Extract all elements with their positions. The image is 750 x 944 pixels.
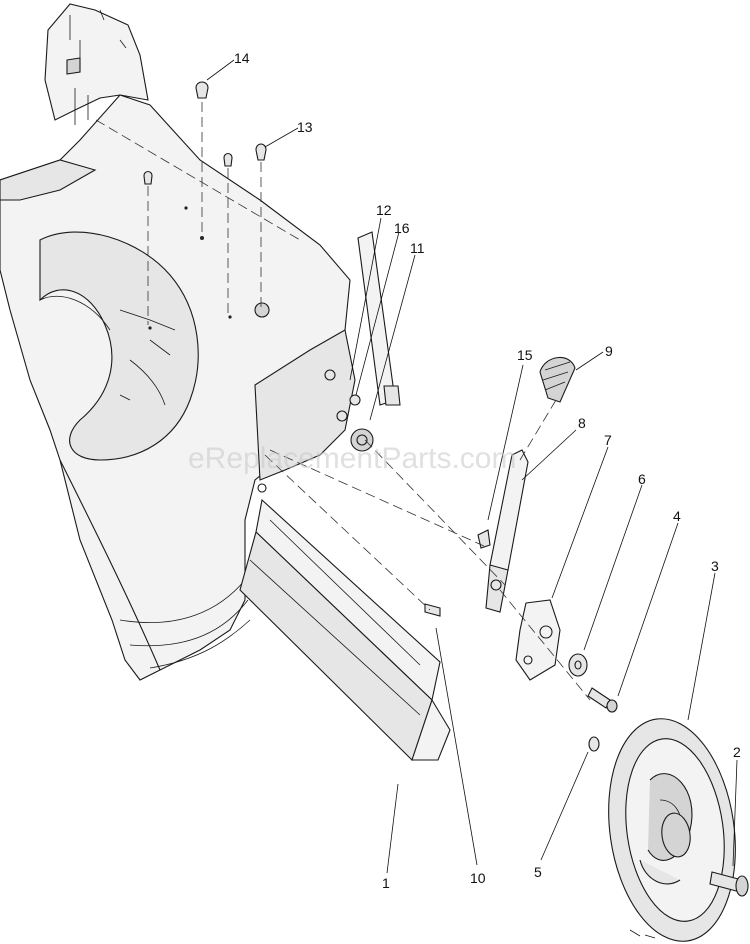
callout-16: 16 xyxy=(394,220,410,236)
height-lever-part-8 xyxy=(485,449,529,613)
callout-15: 15 xyxy=(517,347,533,363)
callout-labels: 14 13 12 16 11 15 9 8 7 6 4 3 2 5 10 1 xyxy=(234,50,741,891)
callout-12: 12 xyxy=(376,202,392,218)
mower-deck-housing xyxy=(0,3,356,681)
axle-bolt-part-2 xyxy=(709,871,749,897)
callout-1: 1 xyxy=(382,875,390,891)
bolt-part-4 xyxy=(587,687,618,713)
bolt-part-10 xyxy=(424,603,441,617)
callout-leaders xyxy=(206,59,738,874)
callout-3: 3 xyxy=(711,558,719,574)
callout-5: 5 xyxy=(534,864,542,880)
pin-part-14 xyxy=(195,81,209,99)
callout-7: 7 xyxy=(604,432,612,448)
callout-8: 8 xyxy=(578,415,586,431)
washer-part-6 xyxy=(568,653,588,677)
callout-14: 14 xyxy=(234,50,250,66)
pin-part-15 xyxy=(477,529,491,549)
callout-6: 6 xyxy=(638,471,646,487)
assembly-guide-lines xyxy=(95,102,591,701)
callout-9: 9 xyxy=(605,343,613,359)
callout-11: 11 xyxy=(410,240,425,256)
pin-part-13 xyxy=(255,143,267,161)
spring-part-9 xyxy=(539,357,576,403)
pin-small-pins xyxy=(143,152,233,185)
rear-flap-part-1 xyxy=(239,498,451,762)
callout-10: 10 xyxy=(470,870,486,886)
callout-4: 4 xyxy=(673,508,681,524)
wheel-part-3 xyxy=(608,718,736,942)
watermark-text: eReplacementParts.com xyxy=(188,442,516,475)
callout-2: 2 xyxy=(733,744,741,760)
washer-part-5 xyxy=(588,736,600,752)
callout-13: 13 xyxy=(297,119,313,135)
wheel-bracket-part-7 xyxy=(515,599,561,681)
